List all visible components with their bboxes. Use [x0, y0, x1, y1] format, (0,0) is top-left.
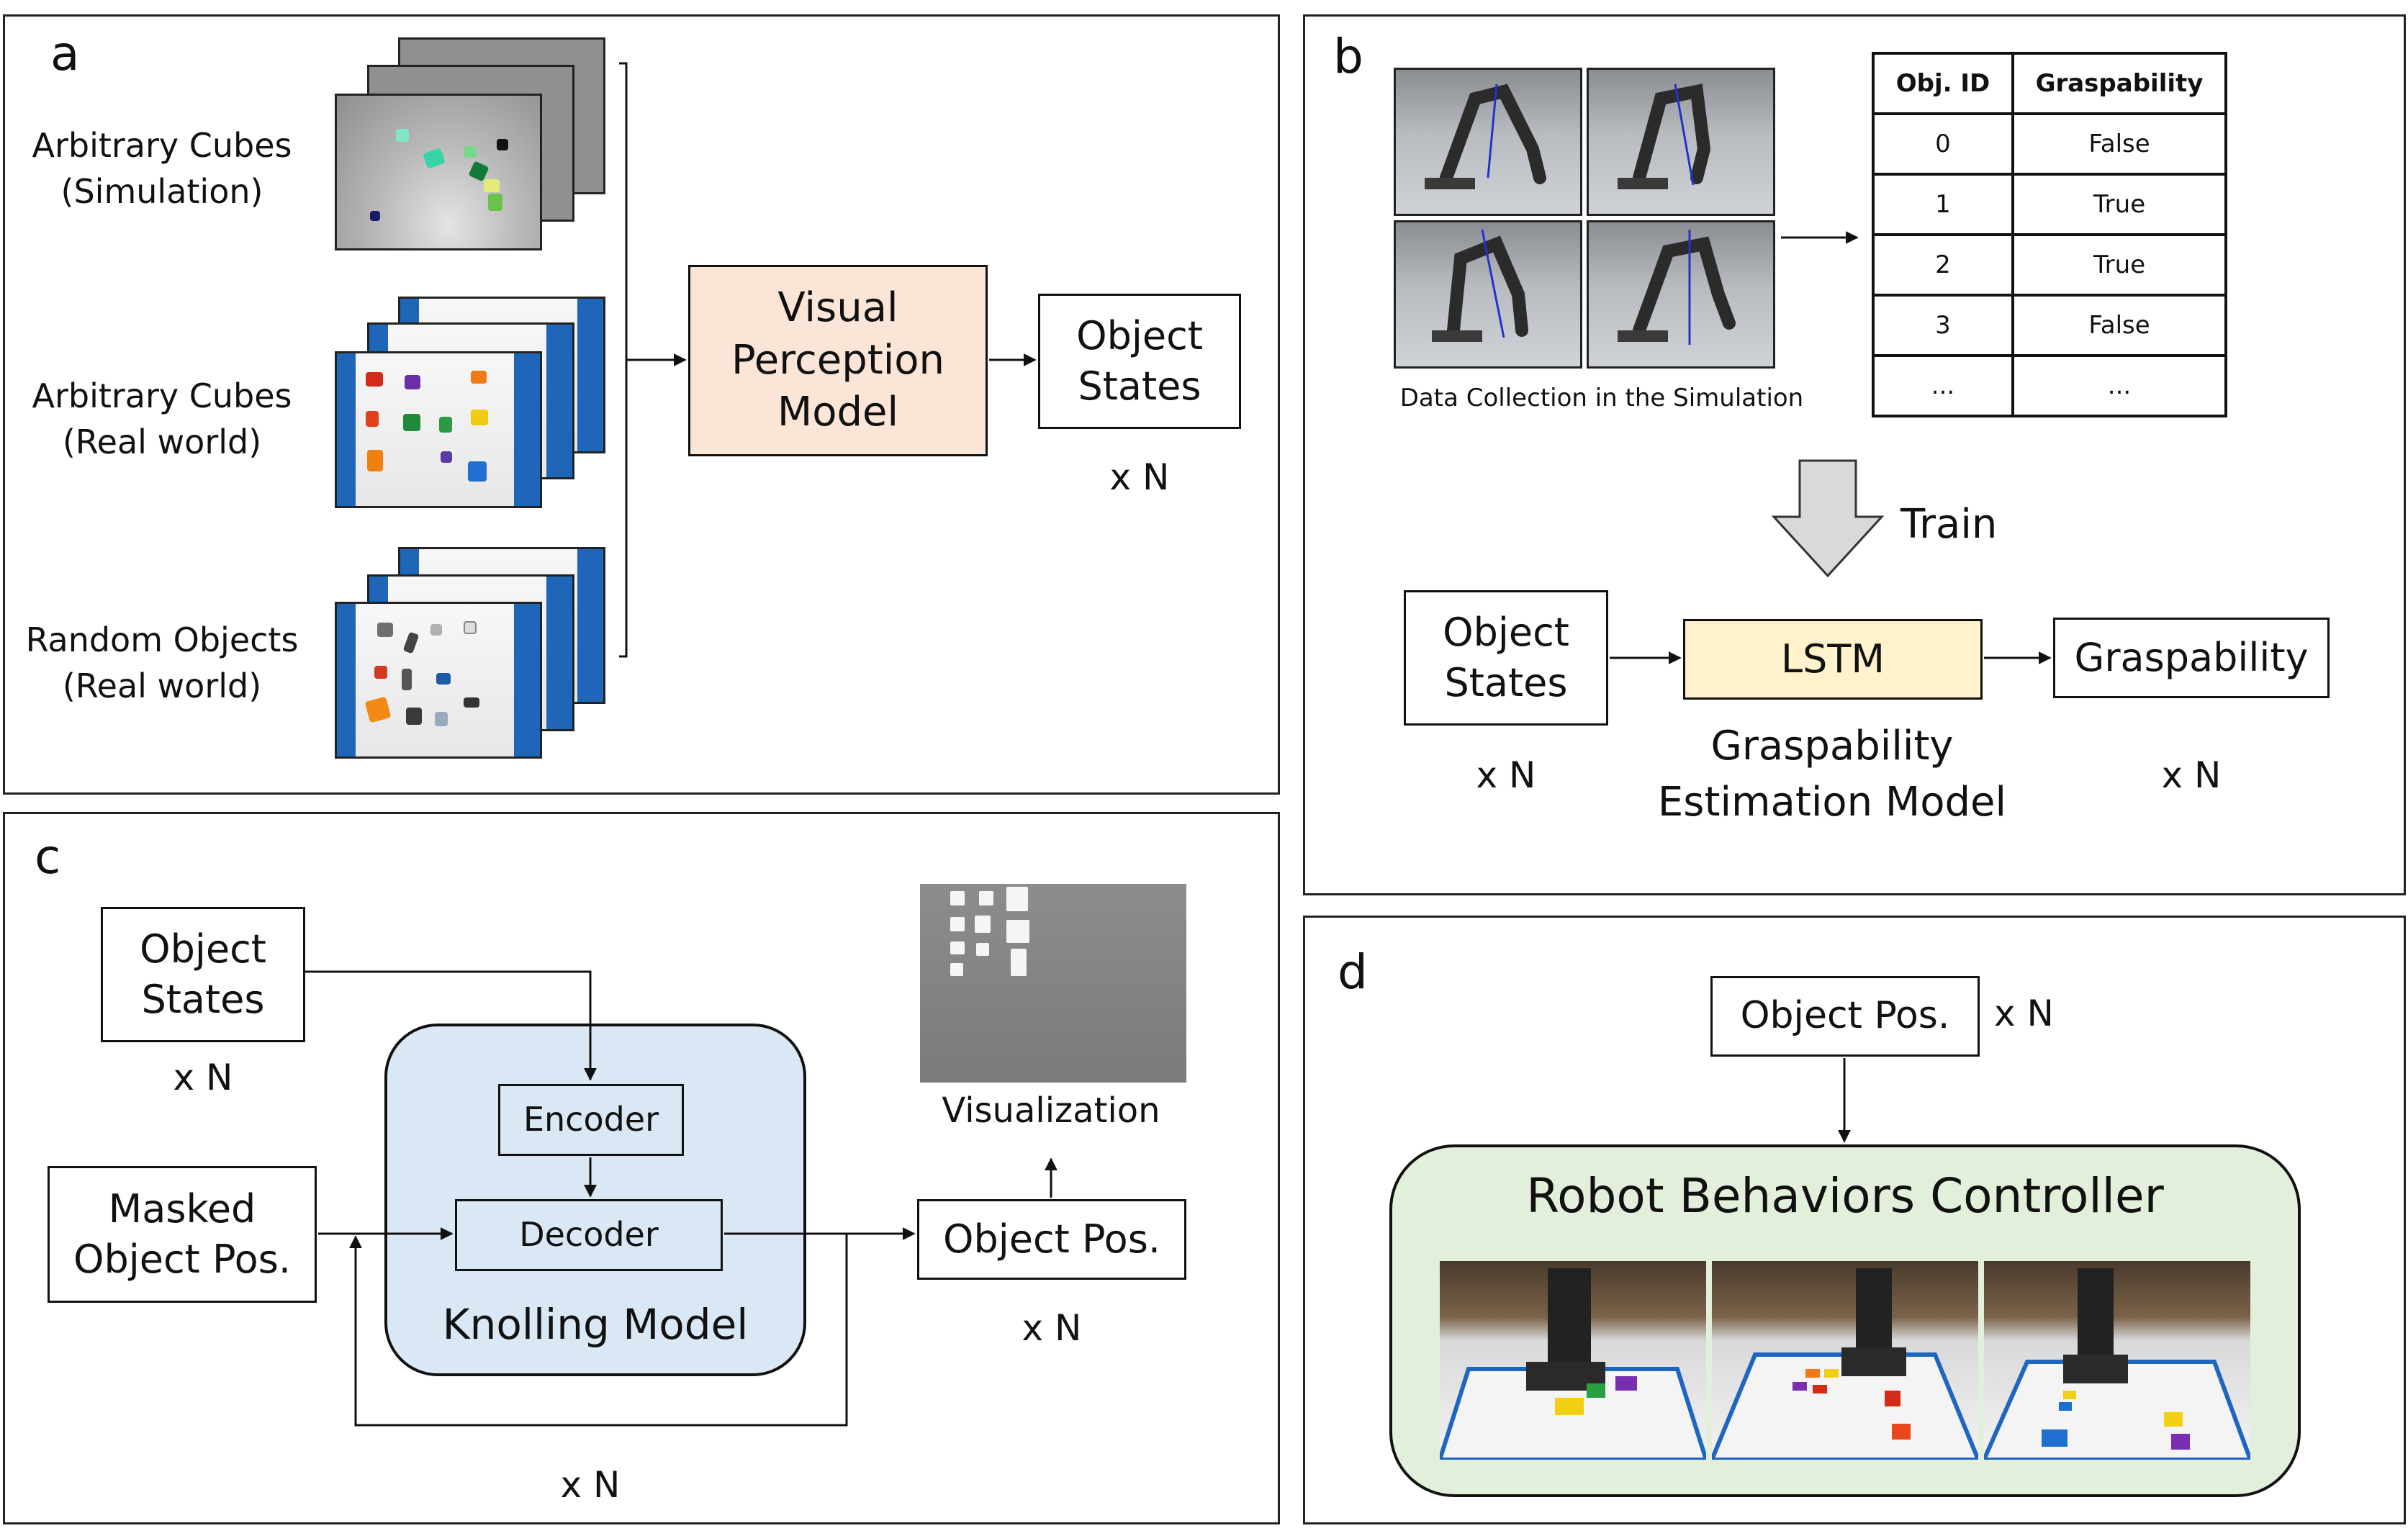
panel-b-object-states: Object States	[1404, 590, 1608, 726]
sim-robot-image-3	[1394, 220, 1582, 369]
sim-robot-image-2	[1587, 68, 1775, 216]
encoder-block: Encoder	[498, 1084, 684, 1156]
knolling-model-container	[384, 1024, 806, 1376]
robot-photo-3	[1984, 1261, 2250, 1460]
table-header: Graspability	[2011, 52, 2227, 115]
panel-d-label: d	[1338, 944, 1368, 1000]
table-header-row: Obj. ID Graspability	[1872, 52, 2227, 115]
panel-c-output-multiplier: x N	[1022, 1307, 1082, 1349]
graspability-model-name: Graspability Estimation Model	[1657, 723, 2007, 826]
table-cell: 2	[1872, 233, 2014, 297]
sim-robot-image-4	[1587, 220, 1775, 369]
table-cell: 1	[1872, 173, 2014, 236]
arrow-states-to-encoder	[305, 970, 597, 1081]
panel-b-input-multiplier: x N	[1476, 754, 1536, 796]
loop-multiplier: x N	[560, 1464, 621, 1506]
input-bracket	[619, 62, 628, 658]
feedback-loop	[349, 1234, 848, 1427]
panel-b-label: b	[1333, 29, 1363, 84]
robot-photo-2	[1712, 1261, 1978, 1460]
visualization-caption: Visualization	[942, 1090, 1160, 1131]
table-cell: 0	[1872, 112, 2014, 176]
table-cell: True	[2011, 233, 2227, 297]
table-cell: True	[2011, 173, 2227, 236]
knolling-model-name: Knolling Model	[442, 1300, 749, 1349]
panel-d-object-pos: Object Pos.	[1710, 976, 1980, 1057]
panel-c-object-pos-output: Object Pos.	[917, 1199, 1186, 1280]
lstm-block: LSTM	[1683, 619, 1983, 700]
panel-c-object-states: Object States	[101, 907, 305, 1042]
data-collection-caption: Data Collection in the Simulation	[1399, 384, 1804, 412]
sim-cubes-label: Arbitrary Cubes (Simulation)	[32, 126, 292, 212]
visual-perception-model: Visual Perception Model	[688, 265, 988, 456]
train-label: Train	[1900, 501, 1998, 548]
panel-b-output-multiplier: x N	[2161, 754, 2222, 796]
robot-photo-1	[1440, 1261, 1706, 1460]
table-cell: ...	[1872, 354, 2014, 417]
real-cubes-label: Arbitrary Cubes (Real world)	[32, 376, 292, 462]
random-objects-image-front	[335, 602, 542, 759]
table-cell: False	[2011, 112, 2227, 176]
table-cell: ...	[2011, 354, 2227, 417]
sim-robot-image-1	[1394, 68, 1582, 216]
masked-object-pos: Masked Object Pos.	[48, 1166, 317, 1303]
table-header: Obj. ID	[1872, 52, 2014, 115]
panel-a-label: a	[50, 26, 80, 81]
panel-c-label: c	[35, 829, 61, 885]
panel-c-input1-multiplier: x N	[173, 1057, 233, 1098]
random-objects-label: Random Objects (Real world)	[25, 620, 299, 706]
real-cubes-image-front	[335, 351, 542, 508]
decoder-block: Decoder	[455, 1199, 723, 1271]
table-cell: False	[2011, 294, 2227, 357]
panel-a-object-states: Object States	[1038, 294, 1241, 429]
panel-d-input-multiplier: x N	[1994, 993, 2054, 1034]
table-cell: 3	[1872, 294, 2014, 357]
sim-image-front	[335, 94, 542, 250]
train-arrow	[1771, 459, 1885, 578]
panel-a-multiplier: x N	[1109, 456, 1170, 498]
graspability-output: Graspability	[2053, 618, 2330, 698]
robot-controller-title: Robot Behaviors Controller	[1526, 1168, 2164, 1224]
visualization-image	[920, 884, 1186, 1083]
table-row: ......	[1872, 354, 2227, 417]
